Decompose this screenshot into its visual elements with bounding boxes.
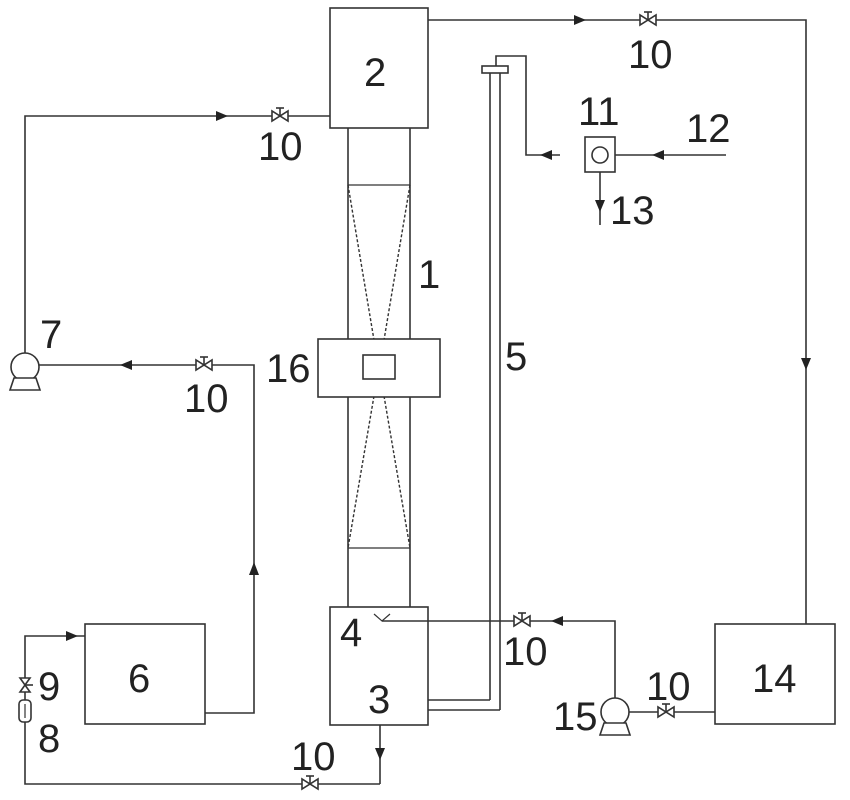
item-8-meter-icon	[18, 699, 32, 723]
label-16: 16	[266, 347, 311, 391]
label-15: 15	[553, 695, 598, 739]
labels: 1 2 3 4 5 6 7 8 9 10 10 10 10 10 10 11 1…	[38, 33, 797, 779]
valve-icon[interactable]	[657, 703, 675, 719]
top-box-2	[329, 7, 429, 129]
label-12: 12	[686, 107, 731, 151]
label-13: 13	[610, 189, 655, 233]
label-10-mid-left: 10	[184, 377, 229, 421]
valve-icon[interactable]	[301, 775, 319, 791]
label-2: 2	[364, 51, 386, 95]
pump-7	[8, 352, 42, 391]
label-3: 3	[368, 678, 390, 722]
sensor-box-16	[317, 338, 441, 398]
label-10-bottom-right: 10	[646, 665, 691, 709]
pump-15	[598, 697, 632, 736]
valve-icon[interactable]	[513, 612, 531, 628]
label-6: 6	[128, 657, 150, 701]
label-5: 5	[505, 335, 527, 379]
valve-symbols	[18, 11, 675, 791]
label-4: 4	[340, 611, 362, 655]
valve-icon[interactable]	[639, 11, 657, 27]
bottom-box-3	[329, 606, 429, 726]
valve-icon[interactable]	[271, 107, 289, 123]
item-9-valve-icon[interactable]	[18, 677, 33, 693]
device-11	[584, 136, 726, 225]
label-8: 8	[38, 717, 60, 761]
label-9: 9	[38, 665, 60, 709]
tube-5	[428, 55, 560, 711]
label-10-bottom-left: 10	[291, 735, 336, 779]
label-10-top-right: 10	[628, 33, 673, 77]
tank-14	[714, 623, 836, 725]
label-1: 1	[418, 253, 440, 297]
label-10-top-left: 10	[258, 125, 303, 169]
label-7: 7	[40, 313, 62, 357]
tank-6	[84, 623, 206, 725]
label-10-bottom-mid: 10	[503, 630, 548, 674]
label-14: 14	[752, 657, 797, 701]
valve-icon[interactable]	[195, 356, 213, 372]
label-11: 11	[578, 90, 620, 134]
flow-arrows	[66, 15, 811, 760]
